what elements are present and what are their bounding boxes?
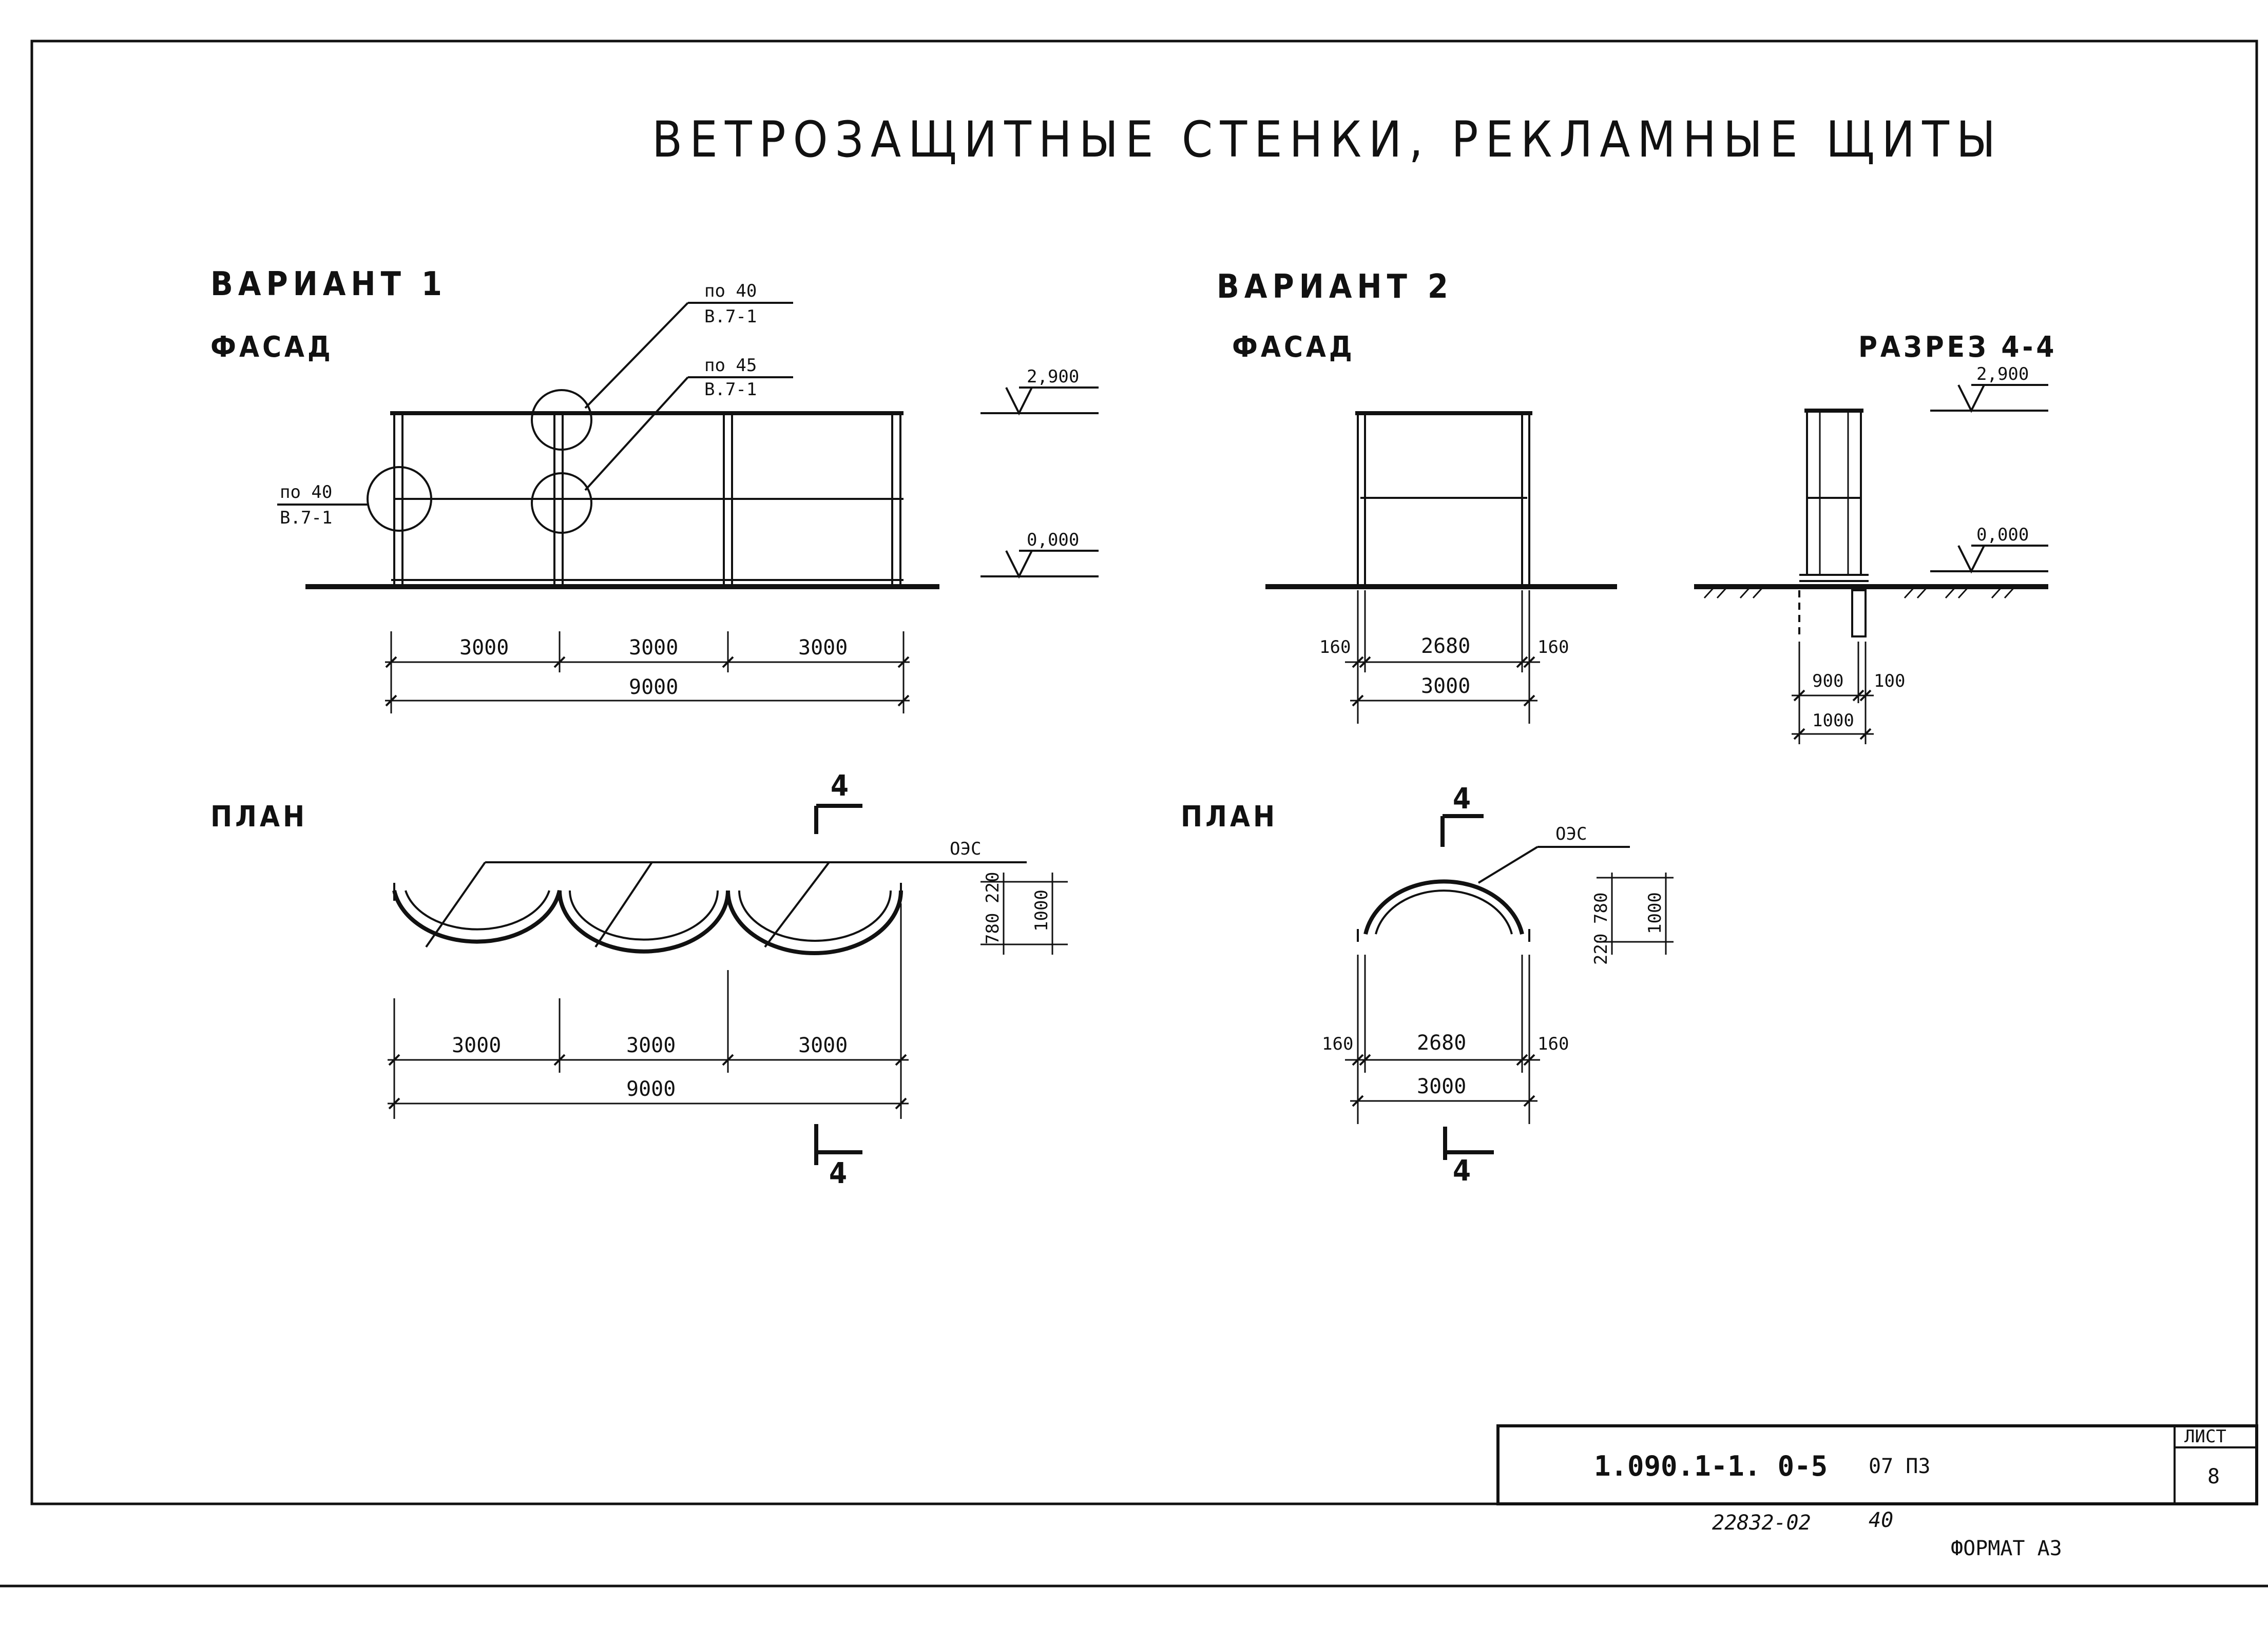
- drawing-code: 1.090.1-1. 0-5: [1594, 1450, 1828, 1482]
- svg-text:В.7-1: В.7-1: [704, 306, 757, 327]
- svg-text:2,900: 2,900: [1976, 364, 2029, 384]
- svg-text:2680: 2680: [1421, 634, 1470, 658]
- variant2-plan-depth-dims: 780 220 1000: [1591, 873, 1674, 965]
- svg-text:1000: 1000: [1645, 892, 1665, 934]
- variant1-callout-left: по 40 В.7-1: [277, 482, 368, 528]
- variant2-heading: ВАРИАНТ 2: [1217, 268, 1453, 306]
- sheet-frame: [0, 40, 2268, 1588]
- variant2-facade: [1265, 411, 1617, 589]
- svg-text:3000: 3000: [626, 1034, 676, 1057]
- format-label: ФОРМАТ А3: [1951, 1537, 2062, 1560]
- variant1-plan-depth-dims: 220 780 1000: [981, 872, 1068, 955]
- svg-text:2,900: 2,900: [1027, 366, 1079, 387]
- variant1-facade-label: ФАСАД: [210, 331, 334, 364]
- svg-text:В.7-1: В.7-1: [704, 379, 757, 400]
- svg-text:9000: 9000: [626, 1077, 676, 1101]
- variant1-section-mark-top: 4: [814, 769, 862, 834]
- variant2-section: [1694, 409, 2048, 637]
- svg-text:100: 100: [1874, 671, 1905, 691]
- svg-text:по 45: по 45: [704, 355, 757, 376]
- sheet-title: ВЕТРОЗАЩИТНЫЕ СТЕНКИ, РЕКЛАМНЫЕ ЩИТЫ: [652, 111, 2003, 168]
- svg-text:4: 4: [1453, 1154, 1474, 1188]
- variant2-section-dimensions: 900 100 1000: [1792, 642, 1905, 744]
- inventory-number: 22832-02: [1712, 1511, 1811, 1535]
- sheet-number: 8: [2207, 1465, 2220, 1488]
- variant2-plan-label: ПЛАН: [1181, 800, 1278, 834]
- variant1-level-top: 2,900: [981, 366, 1099, 416]
- variant2-section-label: РАЗРЕЗ 4-4: [1858, 331, 2057, 364]
- variant1-plan-arcs: [392, 883, 903, 955]
- svg-text:160: 160: [1537, 1034, 1569, 1054]
- svg-text:220: 220: [1591, 934, 1611, 965]
- svg-text:160: 160: [1322, 1034, 1353, 1054]
- sheet-label: ЛИСТ: [2184, 1426, 2226, 1447]
- svg-text:1000: 1000: [1031, 889, 1052, 932]
- svg-text:по 40: по 40: [704, 281, 757, 301]
- variant1-facade: [305, 389, 939, 589]
- svg-text:ОЭС: ОЭС: [950, 839, 981, 859]
- svg-text:780: 780: [1591, 893, 1611, 924]
- svg-text:3000: 3000: [798, 1034, 848, 1057]
- variant2-plan-arc: [1357, 879, 1530, 942]
- variant1-section-mark-bottom: 4: [814, 1124, 862, 1190]
- svg-text:3000: 3000: [459, 636, 509, 660]
- svg-text:2680: 2680: [1417, 1031, 1466, 1055]
- svg-text:1000: 1000: [1812, 710, 1854, 731]
- variant1-facade-dimensions: 3000 3000 3000 9000: [385, 631, 910, 713]
- svg-text:9000: 9000: [629, 675, 678, 699]
- svg-text:В.7-1: В.7-1: [280, 508, 332, 528]
- variant1-plan-leader: ОЭС: [425, 839, 1027, 948]
- variant2-section-mark-top: 4: [1440, 782, 1484, 847]
- svg-text:3000: 3000: [1421, 674, 1470, 698]
- svg-text:220: 220: [983, 872, 1003, 903]
- svg-text:900: 900: [1812, 671, 1843, 691]
- variant1-heading: ВАРИАНТ 1: [210, 265, 447, 303]
- title-block: 1.090.1-1. 0-5 07 ПЗ ЛИСТ 8: [1496, 1424, 2258, 1505]
- svg-text:ОЭС: ОЭС: [1555, 824, 1587, 844]
- svg-text:160: 160: [1537, 637, 1569, 657]
- svg-text:3000: 3000: [1417, 1075, 1466, 1098]
- variant1-plan-label: ПЛАН: [210, 800, 307, 834]
- svg-text:0,000: 0,000: [1027, 530, 1079, 550]
- svg-text:3000: 3000: [798, 636, 848, 660]
- svg-text:4: 4: [831, 769, 852, 803]
- variant2-section-mark-bottom: 4: [1443, 1127, 1494, 1188]
- variant2-facade-label: ФАСАД: [1232, 331, 1355, 364]
- svg-text:4: 4: [829, 1157, 850, 1190]
- variant1-plan-dimensions: 3000 3000 3000 9000: [388, 903, 909, 1119]
- variant2-level-top: 2,900: [1930, 364, 2048, 413]
- variant1-level-ground: 0,000: [981, 530, 1099, 579]
- variant2-facade-dimensions: 160 2680 160 3000: [1319, 590, 1569, 724]
- variant2-level-ground: 0,000: [1930, 525, 2048, 574]
- svg-text:3000: 3000: [629, 636, 678, 660]
- variant1-callout-mid: по 45 В.7-1: [584, 355, 793, 491]
- variant1-callout-top: по 40 В.7-1: [584, 281, 793, 409]
- svg-text:780: 780: [983, 913, 1003, 944]
- variant2-plan-leader: ОЭС: [1477, 824, 1630, 884]
- svg-text:0,000: 0,000: [1976, 525, 2029, 545]
- svg-text:4: 4: [1453, 782, 1474, 816]
- drawing-suffix: 07 ПЗ: [1869, 1455, 1930, 1478]
- svg-text:160: 160: [1319, 637, 1351, 657]
- svg-text:по 40: по 40: [280, 482, 332, 502]
- svg-text:3000: 3000: [452, 1034, 501, 1057]
- variant2-plan-dimensions: 160 2680 160 3000: [1322, 955, 1569, 1124]
- footer-number: 40: [1869, 1508, 1893, 1532]
